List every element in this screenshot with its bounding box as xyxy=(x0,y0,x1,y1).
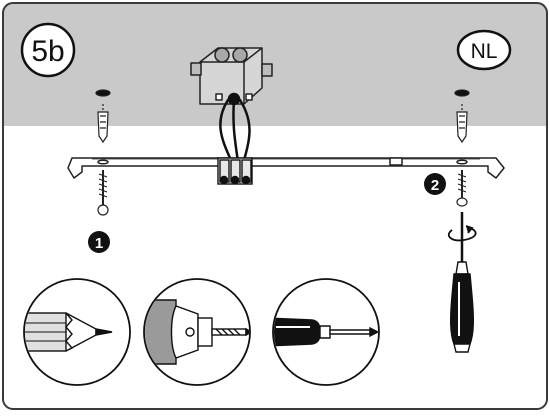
step-label-text: 5b xyxy=(31,35,64,68)
tool-circle-pencil xyxy=(23,278,131,386)
pencil-icon xyxy=(25,312,113,352)
callout-1-number: 1 xyxy=(95,235,103,252)
callout-2: 2 xyxy=(424,173,446,195)
mounting-bar xyxy=(67,157,505,179)
tool-circle-drill xyxy=(143,278,251,386)
screw-left-icon xyxy=(97,170,109,216)
rotation-arrow-icon xyxy=(447,225,477,242)
drill-icon xyxy=(145,299,249,365)
step-label: 5b xyxy=(20,22,76,78)
callout-2-number: 2 xyxy=(431,177,439,194)
junction-box-icon xyxy=(190,47,273,105)
screw-right-icon xyxy=(456,170,468,207)
screwdriver-vertical-icon xyxy=(449,212,475,353)
language-badge: NL xyxy=(456,29,512,71)
wall-plug-right-icon xyxy=(454,89,470,144)
callout-1: 1 xyxy=(88,231,110,253)
terminal-block-icon xyxy=(217,157,253,185)
wall-plug-left-icon xyxy=(95,89,111,144)
language-badge-text: NL xyxy=(471,40,498,63)
screwdriver-icon xyxy=(274,317,378,347)
tool-circle-screwdriver xyxy=(272,278,380,386)
ceiling-area xyxy=(3,3,547,126)
panel-frame xyxy=(2,2,548,410)
electrical-wires xyxy=(219,92,251,164)
